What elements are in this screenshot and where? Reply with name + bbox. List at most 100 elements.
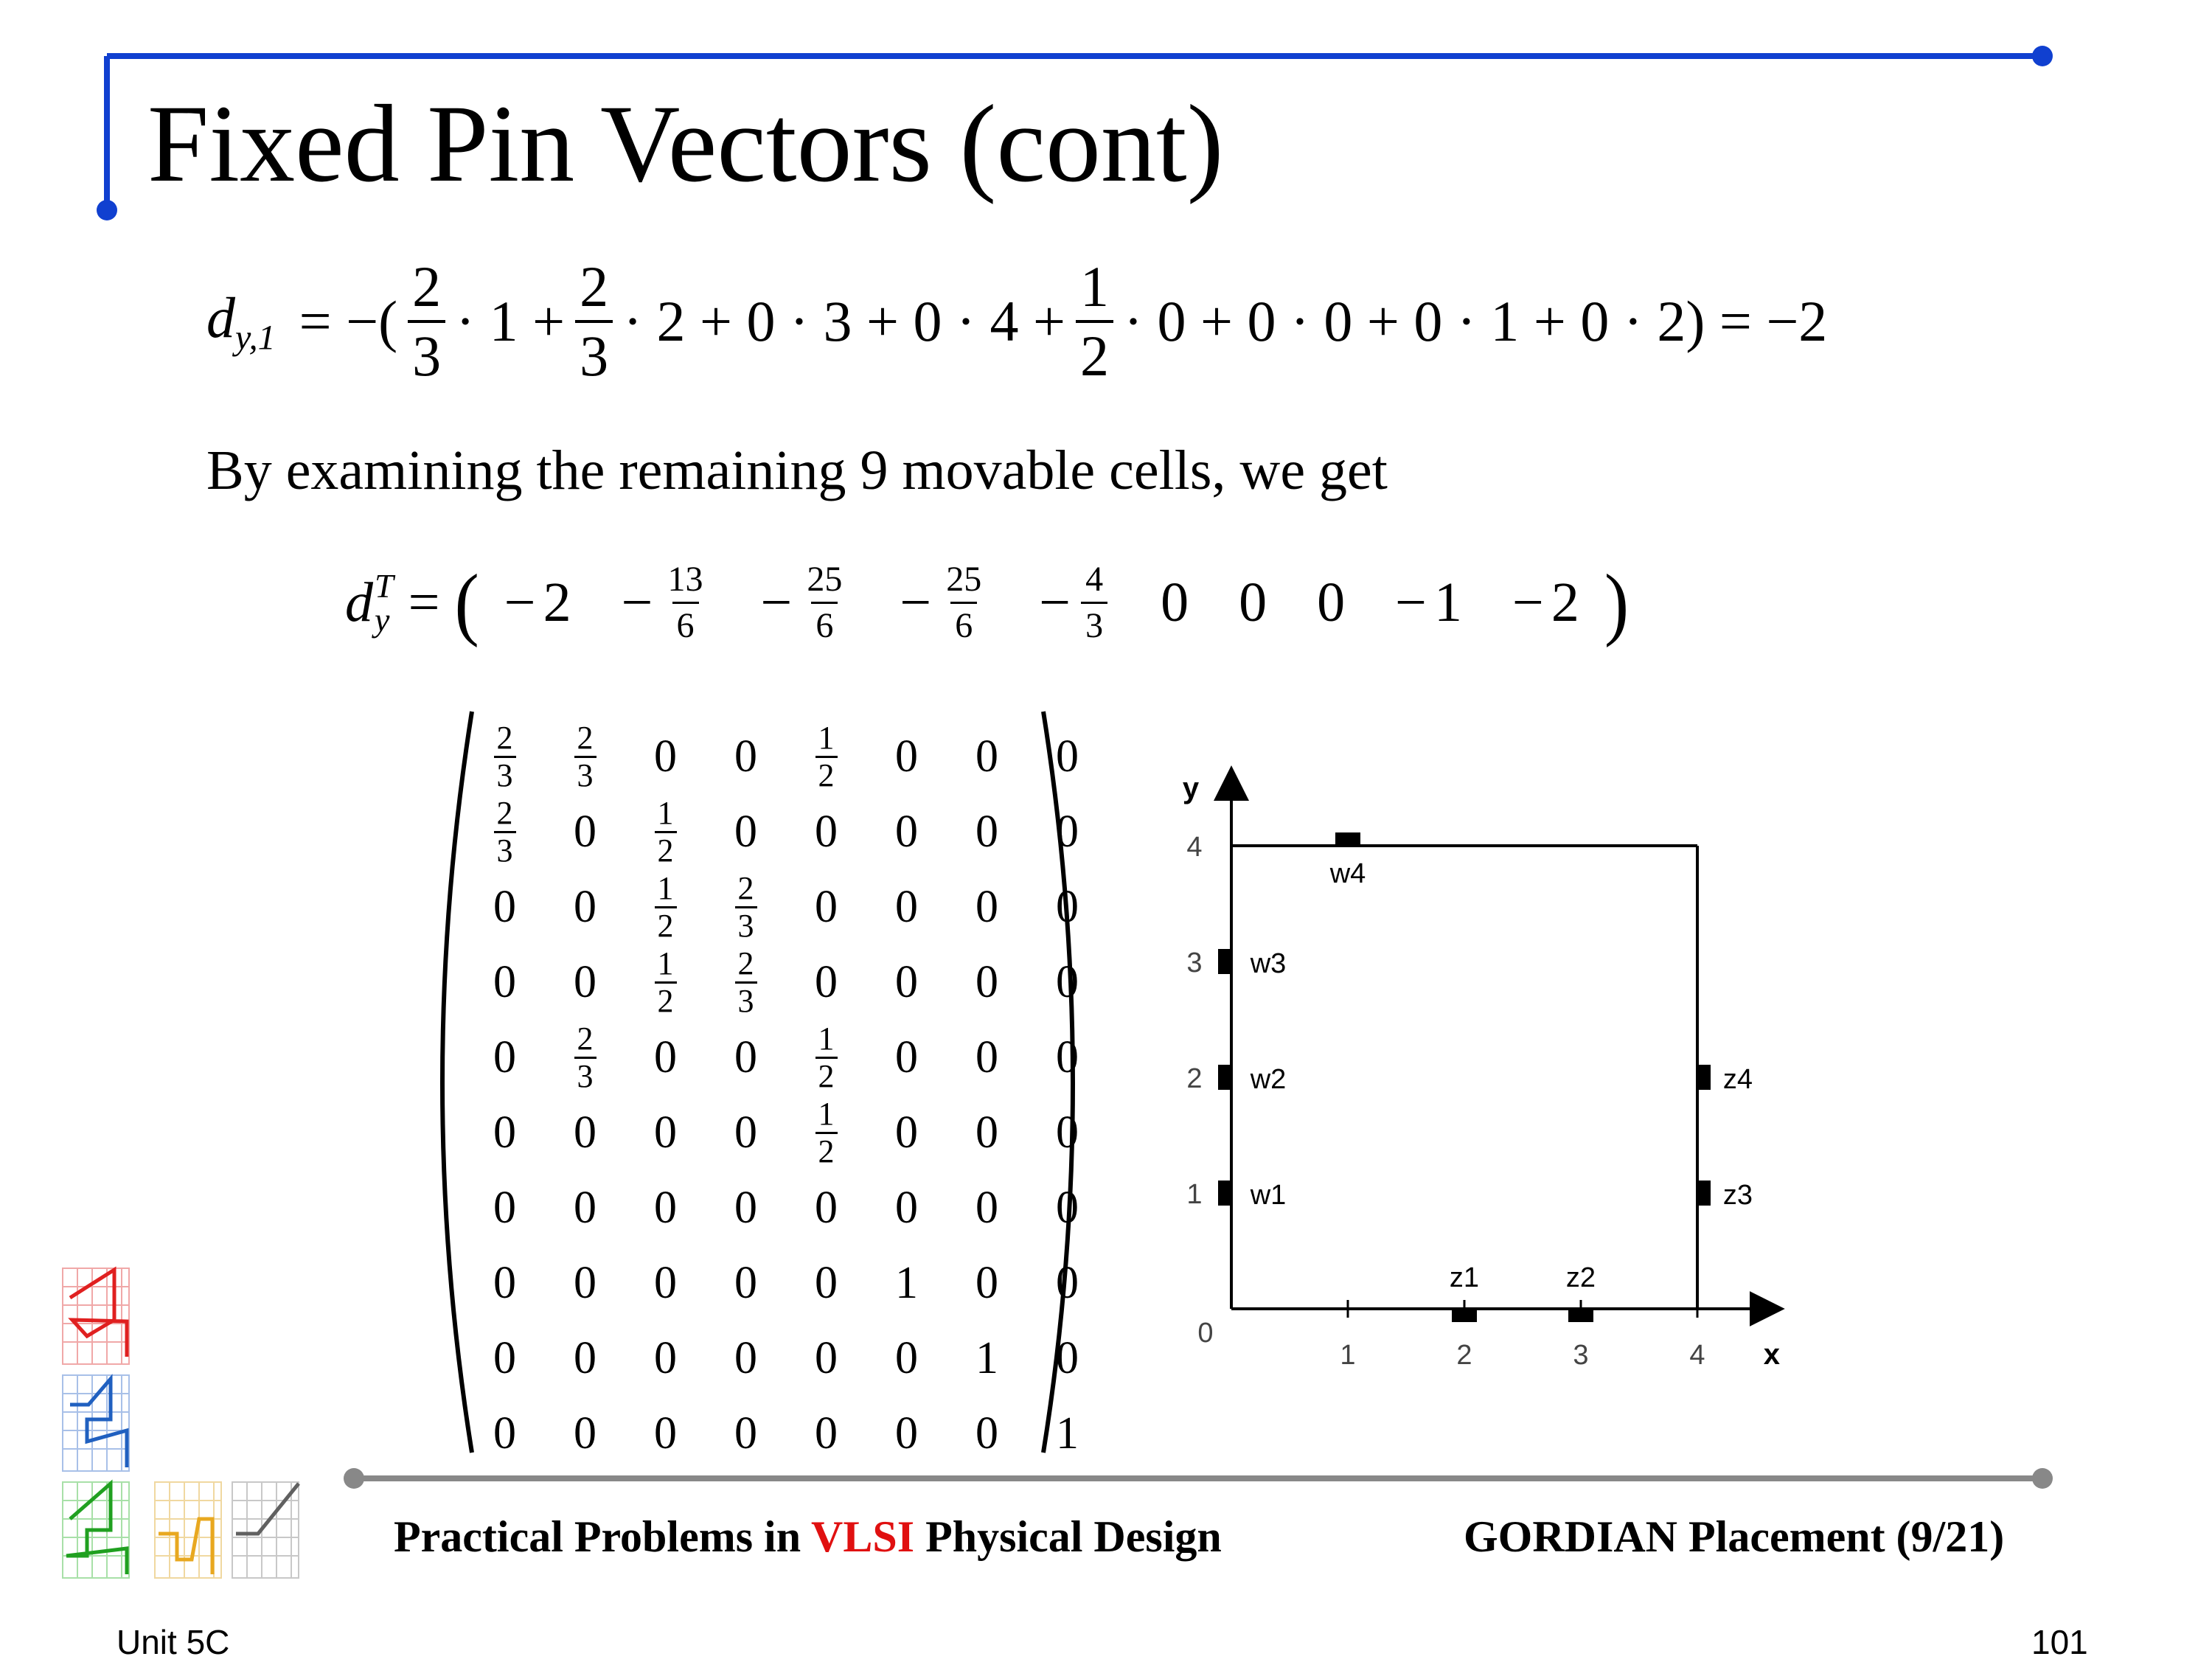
x-tick-label: 4 — [1689, 1340, 1705, 1371]
pin-label: w4 — [1329, 858, 1366, 889]
matrix-cell: 0 — [493, 956, 516, 1007]
title-rule-dot-left — [97, 200, 117, 220]
matrix-cell: 0 — [975, 731, 998, 782]
matrix-cell: 1 — [895, 1257, 918, 1308]
matrix-cell: 0 — [895, 1107, 918, 1158]
equation-dyT-lhs: d T y — [345, 566, 394, 639]
matrix-cell: 0 — [975, 956, 998, 1007]
matrix-cell: 0 — [734, 1182, 757, 1233]
matrix-cell: 0 — [815, 956, 838, 1007]
matrix-cell: 0 — [1056, 1257, 1079, 1308]
y-tick-label: 4 — [1186, 832, 1202, 863]
matrix-cell: 0 — [654, 1107, 677, 1158]
matrix-cell: 0 — [574, 1182, 597, 1233]
matrix-cell: 0 — [895, 881, 918, 932]
matrix-cell: 0 — [734, 731, 757, 782]
pin-marker — [1218, 1065, 1231, 1090]
matrix-cell: 0 — [815, 806, 838, 857]
matrix-cell: 0 — [1056, 1332, 1079, 1383]
vector-entry: −2 — [1512, 571, 1579, 633]
matrix-cell: 0 — [734, 1107, 757, 1158]
matrix-cell: 0 — [574, 881, 597, 932]
vector-entry: 0 — [1161, 571, 1189, 633]
matrix-cell: 0 — [654, 1408, 677, 1458]
pin-label: w3 — [1250, 948, 1287, 979]
matrix-cell: 0 — [1056, 956, 1079, 1007]
matrix-cell: 0 — [654, 731, 677, 782]
matrix-cell: 0 — [574, 1107, 597, 1158]
matrix-cell: 0 — [895, 1332, 918, 1383]
equation-term: · 0 + 0 · 0 + 0 · 1 + 0 · 2) = −2 — [1123, 289, 1828, 353]
matrix-cell: 1 — [1056, 1408, 1079, 1458]
matrix-cell: 0 — [975, 881, 998, 932]
unit-label: Unit 5C — [116, 1623, 230, 1661]
matrix-cell: 0 — [1056, 1182, 1079, 1233]
y-tick-label: 3 — [1186, 948, 1202, 978]
matrix-cell: 0 — [975, 1408, 998, 1458]
pin-label: z2 — [1566, 1262, 1596, 1293]
matrix-cell: 0 — [1056, 731, 1079, 782]
x-tick-label: 0 — [1197, 1318, 1213, 1349]
pin-marker — [1335, 832, 1360, 846]
y-tick-label: 1 — [1186, 1179, 1202, 1210]
pin-marker — [1218, 949, 1231, 974]
equation-term: = −( — [299, 289, 398, 353]
pin-label: z3 — [1723, 1180, 1753, 1211]
x-tick-label: 2 — [1456, 1340, 1472, 1371]
footer-rule-dot-left — [344, 1468, 364, 1489]
matrix-cell: 0 — [815, 881, 838, 932]
pin-label: z4 — [1723, 1064, 1753, 1095]
matrix-cell: 0 — [654, 1032, 677, 1082]
vector-entry: 0 — [1239, 571, 1267, 633]
pin-marker — [1697, 1065, 1711, 1090]
matrix-cell: 0 — [493, 1182, 516, 1233]
matrix-cell: 0 — [493, 1257, 516, 1308]
pin-marker — [1218, 1181, 1231, 1206]
matrix-cell: 0 — [975, 1182, 998, 1233]
matrix-cell: 0 — [574, 806, 597, 857]
vector-right-paren: ) — [1604, 557, 1630, 648]
matrix-cell: 0 — [734, 1332, 757, 1383]
matrix-cell: 0 — [815, 1182, 838, 1233]
logo-grid-icon — [62, 1266, 300, 1579]
y-tick-label: 2 — [1186, 1063, 1202, 1094]
matrix-cell: 0 — [734, 806, 757, 857]
pin-label: w1 — [1250, 1180, 1287, 1211]
matrix-cell: 0 — [493, 881, 516, 932]
matrix-cell: 0 — [895, 731, 918, 782]
matrix-right-paren — [1041, 711, 1075, 1453]
matrix-cell: 0 — [975, 1257, 998, 1308]
footer-section-title: GORDIAN Placement (9/21) — [1464, 1512, 2005, 1561]
matrix-cell: 0 — [895, 956, 918, 1007]
matrix-cell: 0 — [493, 1032, 516, 1082]
matrix-cell: 0 — [975, 806, 998, 857]
pin-marker — [1568, 1309, 1593, 1322]
matrix-cell: 0 — [895, 1408, 918, 1458]
equation-dy1-lhs: dy,1 — [206, 285, 276, 358]
